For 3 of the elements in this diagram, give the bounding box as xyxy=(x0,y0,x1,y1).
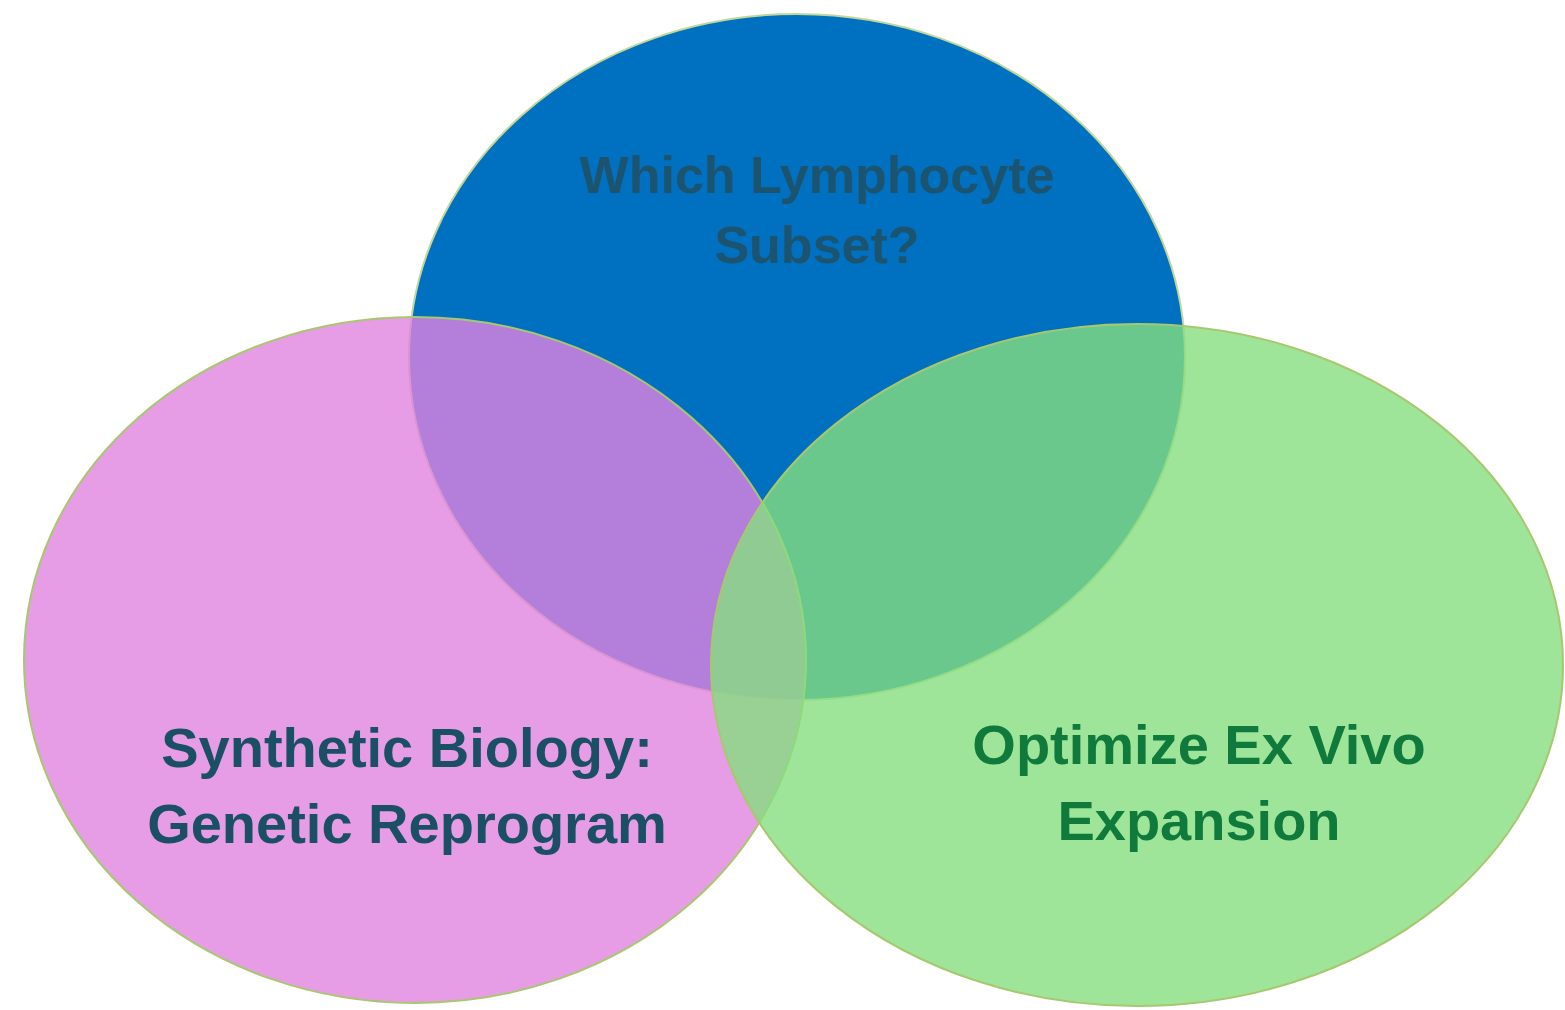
circle-label: Synthetic Biology: Genetic Reprogram xyxy=(146,715,668,857)
circle-label: Which Lymphocyte Subset? xyxy=(578,145,1056,277)
circle-label: Optimize Ex Vivo Expansion xyxy=(971,712,1427,854)
